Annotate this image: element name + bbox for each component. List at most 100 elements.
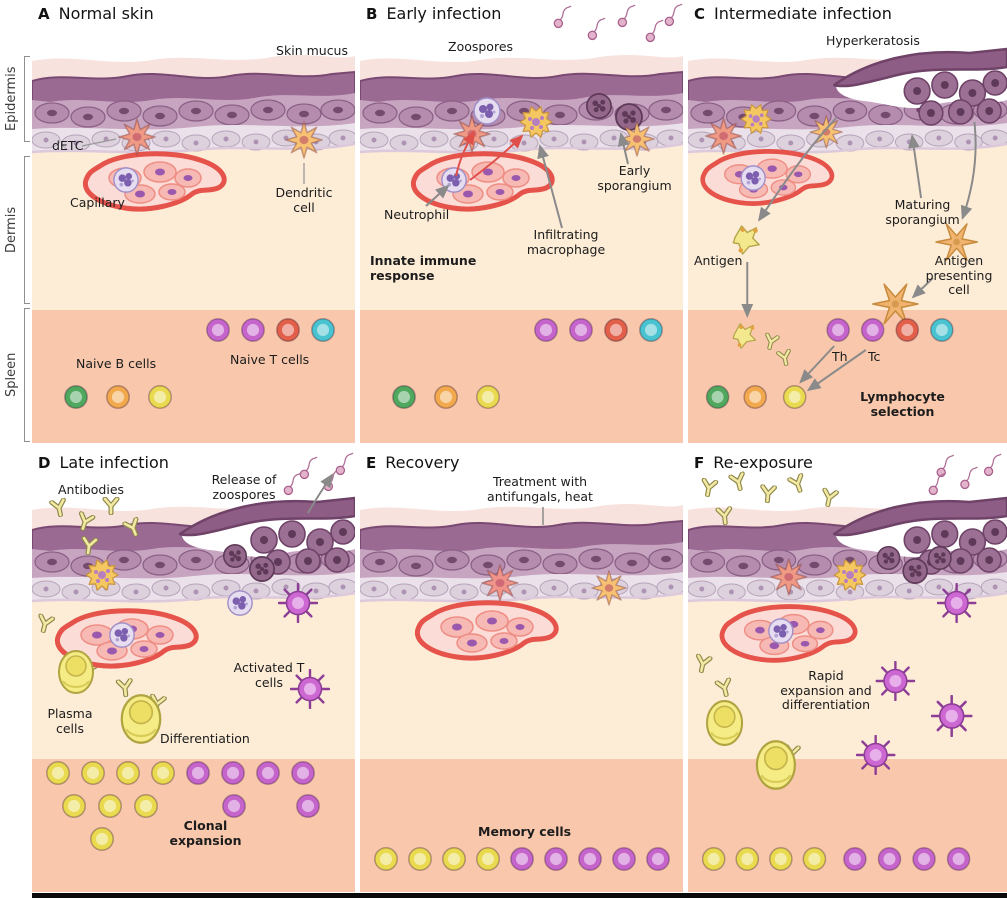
antibody-icon	[790, 475, 806, 492]
zoospore-icon	[553, 5, 572, 29]
panel-letter: D	[38, 454, 51, 472]
label-differentiation: Differentiation	[160, 731, 250, 746]
dendritic-cell-icon	[591, 570, 627, 606]
panel-c-illustration	[688, 0, 1007, 443]
memory-t-cell-icon	[578, 847, 602, 871]
plasma-cell-icon	[58, 650, 94, 694]
b-cell-icon	[769, 847, 793, 871]
panel-f-illustration	[688, 453, 1007, 892]
label-capillary: Capillary	[70, 195, 125, 210]
b-cell-icon	[116, 761, 140, 785]
naive-b-cell-icon	[476, 385, 500, 409]
activated-t-cell-icon	[855, 735, 896, 775]
label-neutrophil: Neutrophil	[384, 207, 450, 222]
label-infiltrating-macrophage: Infiltrating macrophage	[526, 227, 606, 257]
naive-b-cell-icon	[705, 385, 730, 409]
memory-t-cell-icon	[510, 847, 534, 871]
naive-t-cell-icon	[569, 318, 593, 342]
activated-t-cell-icon	[278, 583, 318, 623]
plasma-cell-icon	[755, 740, 797, 790]
neutrophil-icon	[227, 590, 253, 616]
side-label-spleen: Spleen	[4, 352, 19, 398]
memory-b-cell-icon	[374, 847, 398, 871]
zoospores	[283, 452, 354, 496]
b-cell-icon	[134, 794, 158, 818]
label-treatment: Treatment with antifungals, heat	[487, 474, 593, 504]
memory-b-cell-icon	[442, 847, 466, 871]
neutrophil-icon	[473, 97, 501, 125]
memory-cells	[374, 847, 670, 871]
antigen-transport-arrow	[757, 117, 837, 222]
spleen-layer	[360, 310, 683, 443]
panel-e-illustration	[360, 502, 683, 892]
detc-icon	[705, 117, 743, 155]
label-maturing-sporangium: Maturing sporangium	[885, 197, 960, 227]
side-label-epidermis: Epidermis	[4, 66, 19, 132]
label-zoospores: Zoospores	[448, 39, 514, 54]
naive-t-cell-icon	[311, 318, 335, 342]
label-detc: dETC	[52, 138, 84, 153]
label-release-of-zoospores: Release of zoospores	[211, 472, 277, 502]
panel-letter: C	[694, 5, 706, 23]
panel-letter: A	[38, 5, 50, 23]
side-label-dermis: Dermis	[4, 206, 19, 254]
label-naive-b-cells: Naive B cells	[76, 356, 157, 371]
sporangium-icon	[586, 93, 612, 119]
sporangium-arrow	[908, 134, 923, 199]
spleen-bracket	[24, 308, 30, 442]
b-cell-icon	[802, 847, 827, 871]
t-cell-icon	[877, 847, 902, 871]
neutrophil-icon	[740, 165, 766, 191]
label-antigen: Antigen	[694, 253, 743, 268]
selection-arrow	[799, 345, 835, 384]
memory-t-cell-icon	[544, 847, 568, 871]
b-cell-icon	[90, 827, 114, 851]
panel-letter: E	[366, 454, 377, 472]
memory-t-cell-icon	[612, 847, 636, 871]
zoospore-icon	[664, 3, 683, 27]
activated-t-cell-icon	[930, 695, 973, 737]
b-cell-icon	[151, 761, 175, 785]
label-rapid-expansion: Rapid expansion and differentiation	[780, 668, 872, 712]
sporangium-arrow	[617, 132, 630, 165]
b-cell-icon	[98, 794, 122, 818]
naive-b-cell-icon	[392, 385, 416, 409]
label-memory-cells: Memory cells	[478, 824, 572, 839]
b-cell-icon	[46, 761, 70, 785]
th-cell-icon	[826, 318, 850, 342]
label-skin-mucus: Skin mucus	[276, 43, 348, 58]
naive-b-cell-icon	[64, 385, 88, 409]
zoospore-icon	[960, 466, 979, 490]
naive-b-cells	[392, 385, 500, 409]
neutrophil-icon	[113, 167, 139, 193]
naive-b-cell-icon	[743, 385, 767, 409]
t-cell-icon	[256, 761, 280, 785]
sporangium-icon	[249, 556, 275, 582]
t-cell-icon	[221, 761, 245, 785]
naive-t-cell-icon	[206, 318, 230, 342]
panel-a-illustration	[32, 53, 355, 443]
naive-b-cell-icon	[434, 385, 458, 409]
neutrophil-migration-arrow	[455, 130, 475, 177]
memory-t-cell-icon	[646, 847, 670, 871]
dendritic-cell-icon	[285, 121, 323, 159]
spleen-layer	[688, 759, 1007, 892]
zoospore-icon	[983, 453, 1002, 477]
memory-b-cell-icon	[476, 847, 500, 871]
detc-icon	[118, 118, 156, 156]
memory-b-cell-icon	[408, 847, 432, 871]
naive-t-cell-icon	[895, 318, 920, 342]
detc-pointer-line	[81, 138, 117, 147]
neutrophil-icon	[109, 622, 135, 648]
label-early-sporangium: Early sporangium	[597, 163, 672, 193]
t-cell-icon	[186, 761, 210, 785]
naive-t-cell-icon	[241, 318, 265, 342]
b-cell-icon	[735, 847, 760, 871]
